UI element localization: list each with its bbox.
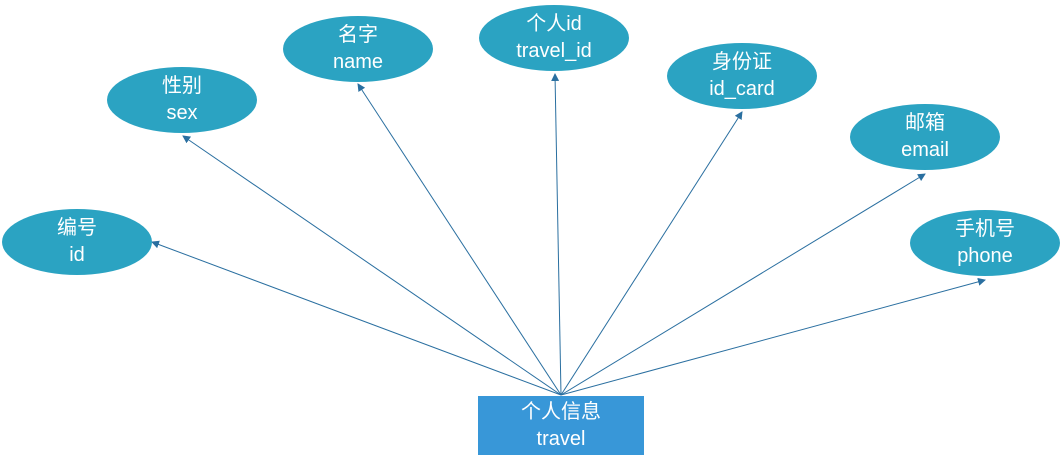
connector-sex — [182, 135, 562, 396]
connector-phone — [560, 277, 986, 396]
attribute-phone-cn: 手机号 — [955, 218, 1015, 240]
attribute-email-en: email — [901, 139, 949, 161]
connector-name — [357, 83, 562, 396]
connector-id — [151, 240, 562, 396]
attribute-id-card: 身份证 id_card — [667, 43, 817, 109]
attribute-email: 邮箱 email — [850, 104, 1000, 170]
entity-travel: 个人信息 travel — [478, 396, 644, 455]
attribute-travel-id-cn: 个人id — [526, 13, 582, 35]
entity-travel-en: travel — [536, 427, 586, 450]
attribute-email-cn: 邮箱 — [905, 112, 945, 134]
attribute-sex-cn: 性别 — [162, 75, 202, 97]
connectors — [151, 73, 986, 396]
connector-travel-id — [551, 73, 562, 396]
attribute-id-cn: 编号 — [57, 217, 97, 239]
attribute-id: 编号 id — [2, 209, 152, 275]
attribute-name-en: name — [332, 51, 384, 73]
attribute-id-card-en: id_card — [709, 78, 775, 100]
connector-id-card — [560, 111, 743, 396]
attribute-name-cn: 名字 — [338, 24, 378, 46]
attribute-id-en: id — [69, 244, 85, 266]
connector-email — [560, 173, 926, 396]
attribute-id-card-cn: 身份证 — [712, 51, 772, 73]
entity-travel-cn: 个人信息 — [521, 400, 601, 423]
attribute-phone: 手机号 phone — [910, 210, 1060, 276]
attribute-sex: 性别 sex — [107, 67, 257, 133]
attribute-sex-en: sex — [166, 102, 198, 124]
attribute-name: 名字 name — [283, 16, 433, 82]
attribute-phone-en: phone — [957, 245, 1013, 267]
attribute-travel-id-en: travel_id — [516, 40, 592, 62]
attribute-travel-id: 个人id travel_id — [479, 5, 629, 71]
